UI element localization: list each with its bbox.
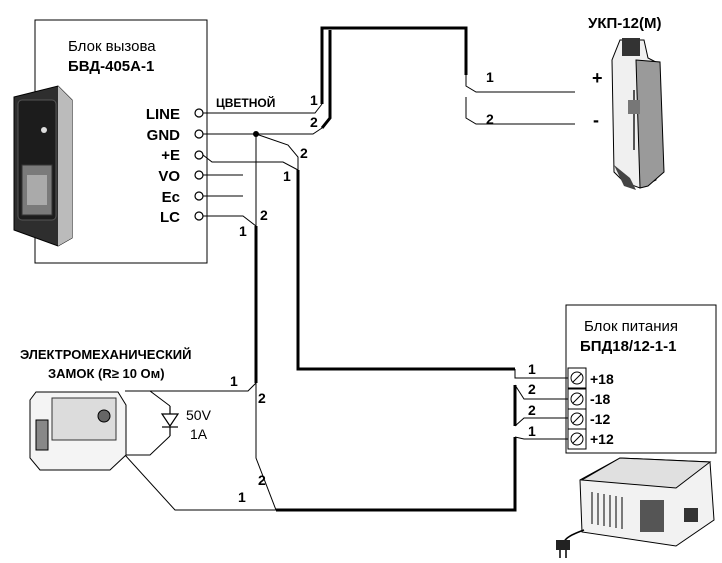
diode-current: 1A	[190, 426, 208, 442]
psu-frame	[565, 304, 717, 454]
wire-num-psu-2b: 2	[528, 402, 536, 418]
terminal-line-circle	[194, 108, 204, 118]
call-block-title: Блок вызова	[68, 38, 156, 55]
wire-num-lc-1: 1	[239, 223, 247, 239]
wire-gnd	[203, 127, 323, 135]
wire-line	[203, 103, 323, 114]
call-block-model: БВД-405А-1	[68, 58, 154, 75]
wire-gnd-branch	[255, 133, 299, 170]
handset-minus: -	[593, 110, 599, 130]
diode-wire-bottom	[125, 435, 171, 456]
wire-num-line-1: 1	[310, 92, 318, 108]
wire-psu-2b	[514, 417, 568, 427]
wire-pe	[202, 154, 299, 171]
wire-gnd-down	[255, 134, 277, 511]
terminal-line-label: LINE	[146, 106, 180, 123]
psu-terminal-m12: -12	[590, 411, 610, 427]
cable-label: ЦВЕТНОЙ	[216, 95, 275, 110]
handset-title: УКП-12(М)	[588, 15, 661, 32]
lock-title-line1: ЭЛЕКТРОМЕХАНИЧЕСКИЙ	[20, 347, 191, 362]
wire-num-lock-1: 1	[230, 373, 238, 389]
psu-model: БПД18/12-1-1	[580, 338, 676, 355]
wire-lc	[203, 215, 257, 227]
thick-wire-bottom	[276, 437, 517, 512]
diode-voltage: 50V	[186, 407, 212, 423]
wire-num-psu-1b: 1	[528, 423, 536, 439]
terminal-vo-circle	[194, 170, 204, 180]
psu-terminal-p12: +12	[590, 431, 614, 447]
diode-icon	[160, 406, 180, 436]
handset-plus: +	[592, 68, 603, 88]
thick-wire-top	[320, 26, 468, 104]
wire-psu-1a	[514, 369, 568, 379]
wire-num-psu-2a: 2	[528, 381, 536, 397]
diode-wire	[125, 390, 171, 407]
wire-num-gnd-1: 1	[283, 168, 291, 184]
psu-terminal-p18: +18	[590, 371, 614, 387]
wire-psu-1b	[514, 436, 568, 440]
terminal-lc-circle	[194, 211, 204, 221]
psu-title: Блок питания	[584, 318, 678, 335]
psu-terminals	[567, 367, 587, 450]
terminal-gnd-circle	[194, 129, 204, 139]
wire-num-handset-1: 1	[486, 69, 494, 85]
lock-device-image	[29, 391, 127, 471]
gnd-junction-dot	[253, 131, 259, 137]
wire-num-gnd-2: 2	[300, 145, 308, 161]
wire-psu-2a	[514, 384, 568, 400]
terminal-vo-label: VO	[158, 168, 180, 185]
terminal-pe-circle	[194, 150, 204, 160]
terminal-gnd-label: GND	[147, 127, 181, 144]
lock-title-line2: ЗАМОК (R≥ 10 Ом)	[48, 366, 165, 381]
thick-wire-top-2	[320, 30, 332, 129]
wire-num-bottom-2: 2	[258, 472, 266, 488]
terminal-pe-label: +E	[161, 147, 180, 164]
thick-wire-pe	[296, 170, 515, 371]
wire-num-line-2: 2	[310, 114, 318, 130]
wire-num-lc-2: 2	[260, 207, 268, 223]
wire-lock-1	[125, 382, 257, 392]
psu-terminal-m18: -18	[590, 391, 610, 407]
call-panel-device-image	[13, 85, 73, 247]
wire-handset-2	[465, 97, 575, 125]
terminal-lc-label: LC	[160, 209, 180, 226]
terminal-ec-label: Ec	[162, 189, 180, 206]
wire-handset-1	[465, 75, 575, 93]
wire-num-psu-1a: 1	[528, 361, 536, 377]
handset-device-image	[611, 38, 665, 190]
wire-num-handset-2: 2	[486, 111, 494, 127]
psu-device-image	[556, 457, 715, 558]
wire-num-lock-2: 2	[258, 390, 266, 406]
terminal-ec-circle	[194, 191, 204, 201]
wire-lock-2	[124, 454, 276, 511]
wire-num-bottom-1: 1	[238, 489, 246, 505]
